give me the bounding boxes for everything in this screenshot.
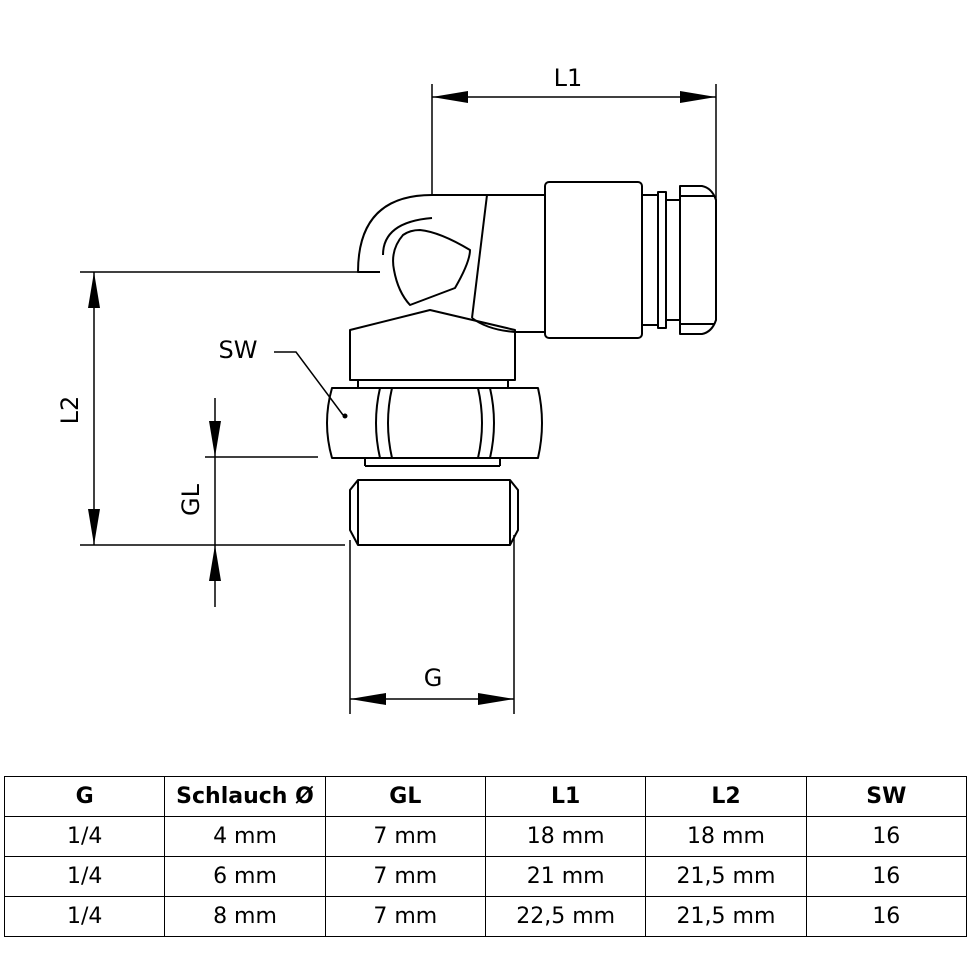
column-header-g: G	[3, 776, 166, 817]
table-row: 1/4 8 mm 7 mm 22,5 mm 21,5 mm 16	[3, 896, 968, 937]
table-cell: 22,5 mm	[484, 896, 647, 937]
table-cell: 16	[805, 896, 968, 937]
table-cell: 16	[805, 856, 968, 897]
table-cell: 7 mm	[324, 896, 486, 937]
dimension-label-l1: L1	[554, 64, 583, 92]
column-header-gl: GL	[324, 776, 486, 817]
table-cell: 1/4	[3, 896, 166, 937]
swivel-ring	[349, 309, 516, 388]
dimension-label-g: G	[424, 664, 443, 692]
table-cell: 8 mm	[164, 896, 326, 937]
spec-table: G Schlauch Ø GL L1 L2 SW 1/4 4 mm 7 mm 1…	[3, 776, 968, 937]
column-header-schlauch: Schlauch Ø	[164, 776, 326, 817]
column-header-l2: L2	[645, 776, 807, 817]
table-cell: 21,5 mm	[645, 856, 807, 897]
thread	[349, 479, 519, 546]
dimension-label-l2: L2	[56, 396, 84, 425]
hex-nut	[326, 387, 543, 467]
dimension-label-gl: GL	[177, 483, 205, 516]
table-cell: 21,5 mm	[645, 896, 807, 937]
elbow-body	[357, 194, 545, 333]
technical-drawing: L1 L2 SW GL G	[56, 64, 717, 714]
column-header-l1: L1	[484, 776, 647, 817]
table-cell: 6 mm	[164, 856, 326, 897]
table-cell: 1/4	[3, 856, 166, 897]
elbow-bore	[392, 229, 471, 306]
column-header-sw: SW	[805, 776, 968, 817]
table-cell: 7 mm	[324, 856, 486, 897]
table-cell: 7 mm	[324, 816, 486, 857]
table-cell: 16	[805, 816, 968, 857]
dimension-label-sw: SW	[219, 336, 258, 364]
table-cell: 21 mm	[484, 856, 647, 897]
table-header-row: G Schlauch Ø GL L1 L2 SW	[3, 776, 968, 817]
collet-body	[544, 181, 717, 339]
table-cell: 1/4	[3, 816, 166, 857]
table-row: 1/4 4 mm 7 mm 18 mm 18 mm 16	[3, 816, 968, 857]
table-cell: 18 mm	[645, 816, 807, 857]
table-cell: 18 mm	[484, 816, 647, 857]
table-row: 1/4 6 mm 7 mm 21 mm 21,5 mm 16	[3, 856, 968, 897]
table-cell: 4 mm	[164, 816, 326, 857]
